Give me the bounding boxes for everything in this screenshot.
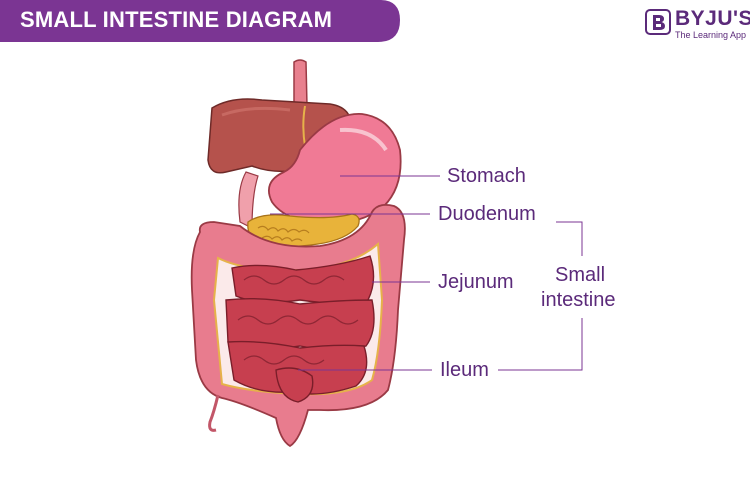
label-duodenum: Duodenum: [438, 203, 536, 225]
stomach: [268, 113, 402, 225]
label-jejunum: Jejunum: [438, 271, 514, 293]
title-banner: SMALL INTESTINE DIAGRAM: [0, 0, 400, 42]
banner-background: [0, 0, 400, 42]
small-intestine-bracket: [498, 221, 583, 371]
diagram-title: SMALL INTESTINE DIAGRAM: [20, 7, 333, 32]
label-ileum: Ileum: [440, 359, 489, 381]
byjus-b-icon: [645, 9, 671, 35]
logo-name: BYJU'S: [675, 7, 750, 30]
appendix: [208, 394, 220, 432]
label-small-intestine-line1: Small: [555, 264, 606, 286]
label-stomach: Stomach: [447, 165, 526, 187]
label-small-intestine-line2: intestine: [541, 289, 616, 311]
logo-tagline: The Learning App: [675, 30, 747, 40]
byjus-logo: BYJU'S The Learning App: [645, 7, 750, 43]
